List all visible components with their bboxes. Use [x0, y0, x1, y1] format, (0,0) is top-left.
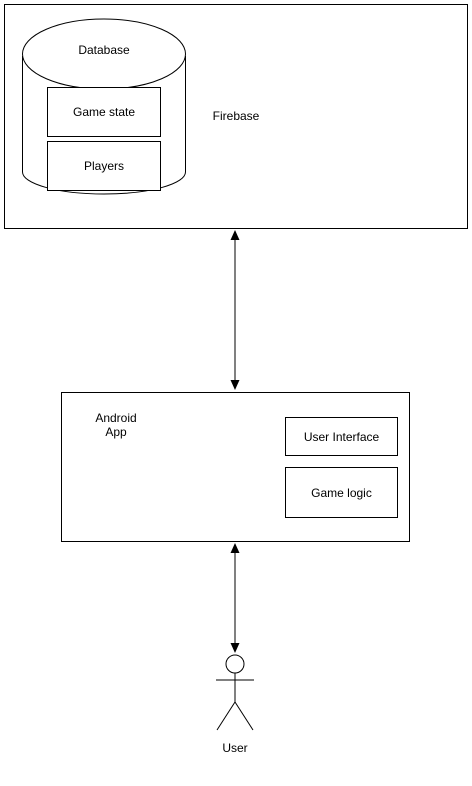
firebase-label: Firebase — [212, 109, 260, 123]
user-actor-icon — [216, 654, 254, 731]
db-item-game-state-label: Game state — [72, 105, 136, 119]
db-item-players-label: Players — [83, 159, 124, 173]
android-app-label-line1: Android — [95, 411, 137, 425]
arrow-firebase-android — [230, 230, 240, 390]
arrow-android-user — [230, 543, 240, 653]
db-item-players: Players — [47, 141, 161, 191]
user-label: User — [222, 741, 248, 755]
component-game-logic-label: Game logic — [311, 485, 372, 500]
component-user-interface-label: User Interface — [303, 429, 380, 444]
database-label: Database — [78, 43, 130, 57]
component-game-logic: Game logic — [285, 467, 398, 518]
android-app-label-line2: App — [105, 425, 127, 439]
component-user-interface: User Interface — [285, 417, 398, 456]
db-item-game-state: Game state — [47, 87, 161, 137]
android-app-label: Android App — [80, 411, 152, 439]
